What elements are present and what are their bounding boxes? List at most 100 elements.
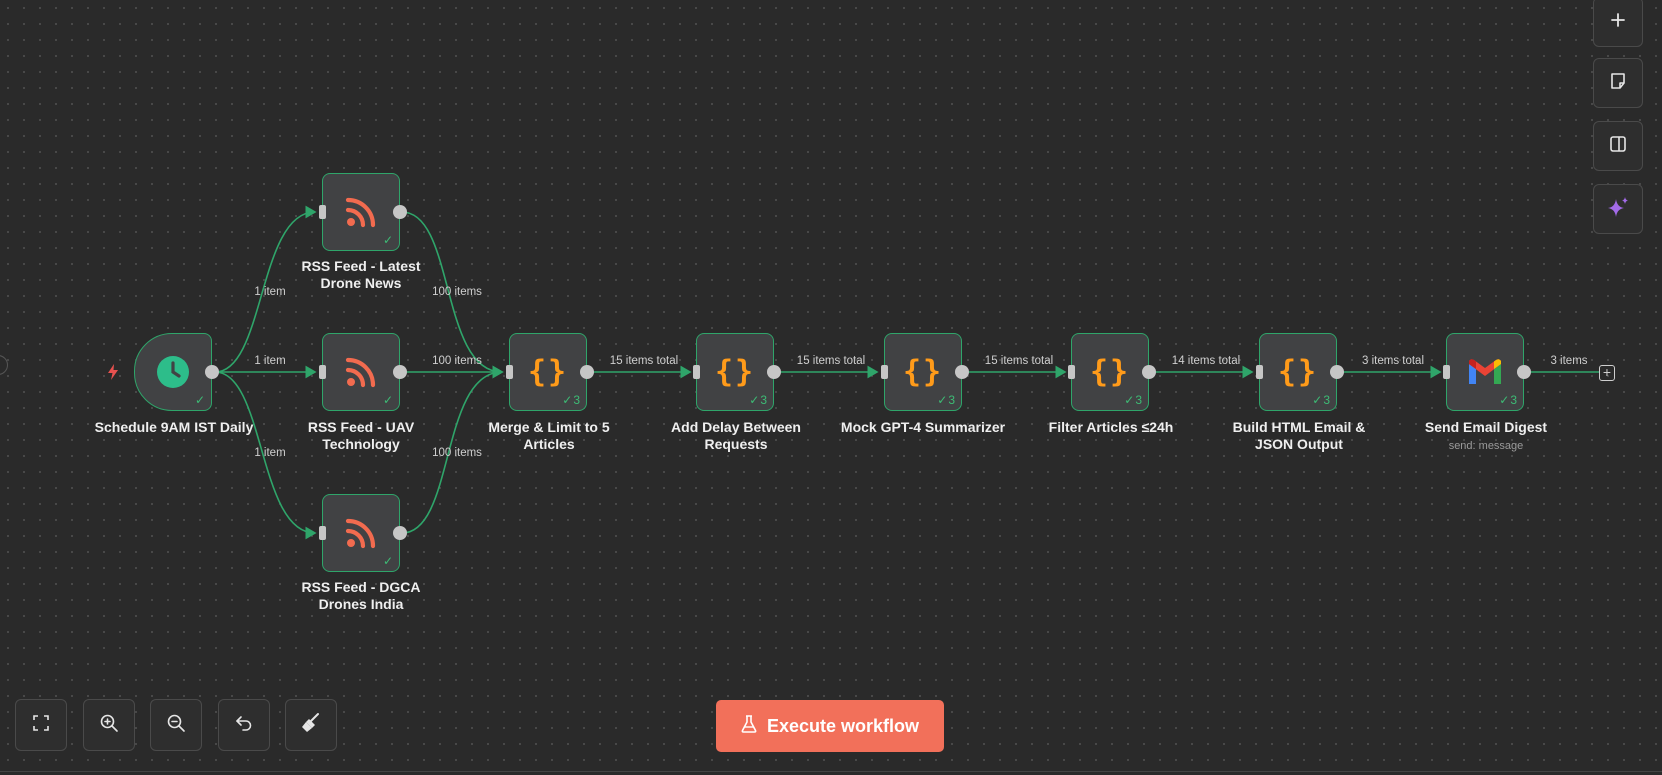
clock-icon [156, 355, 190, 389]
execute-label: Execute workflow [766, 715, 920, 736]
edge-label: 1 item [254, 286, 286, 298]
undo-icon [234, 713, 254, 738]
output-port[interactable] [393, 365, 407, 379]
edge-label: 3 items [1550, 355, 1588, 367]
flask-icon [741, 714, 757, 738]
clear-execution-button[interactable] [285, 699, 337, 751]
success-check-icon: ✓ [194, 393, 205, 407]
success-check-icon: ✓ [382, 554, 393, 568]
edge-label: 15 items total [796, 355, 866, 367]
node-label-send: Send Email Digest send: message [1406, 419, 1566, 455]
node-label-merge: Merge & Limit to 5 Articles [488, 419, 610, 452]
zoom-in-button[interactable] [83, 699, 135, 751]
output-port[interactable] [1517, 365, 1531, 379]
edge-label: 100 items [432, 355, 482, 367]
node-rss-dgca-drones-india[interactable]: ✓ [319, 494, 407, 572]
output-port[interactable] [955, 365, 969, 379]
input-port[interactable] [319, 526, 326, 540]
output-port[interactable] [393, 526, 407, 540]
output-port[interactable] [393, 205, 407, 219]
input-port[interactable] [319, 205, 326, 219]
execute-workflow-button[interactable]: Execute workflow [716, 700, 944, 752]
edge-label: 1 item [254, 447, 286, 459]
code-braces-icon: {} [527, 354, 569, 390]
gmail-icon [1467, 358, 1503, 386]
success-check-icon: ✓3 [1499, 393, 1517, 407]
node-label-build: Build HTML Email & JSON Output [1232, 419, 1366, 452]
zoom-out-icon [166, 713, 186, 738]
node-merge-limit[interactable]: {} ✓3 [506, 333, 594, 411]
edge-label: 14 items total [1171, 355, 1241, 367]
node-label-rss3: RSS Feed - DGCA Drones India [301, 579, 421, 612]
add-node-button[interactable] [1593, 0, 1643, 47]
plus-icon [1610, 12, 1626, 33]
edge-label: 100 items [432, 447, 482, 459]
edge-label: 15 items total [609, 355, 679, 367]
node-rss-uav-technology[interactable]: ✓ [319, 333, 407, 411]
node-mock-gpt4[interactable]: {} ✓3 [881, 333, 969, 411]
panel-icon [1608, 134, 1628, 159]
node-rss-latest-drone-news[interactable]: ✓ [319, 173, 407, 251]
input-port[interactable] [319, 365, 326, 379]
trigger-bolt-icon [107, 364, 119, 385]
sticky-note-button[interactable] [1593, 58, 1643, 108]
node-label-rss1: RSS Feed - Latest Drone News [301, 258, 421, 291]
success-check-icon: ✓3 [937, 393, 955, 407]
node-build-html[interactable]: {} ✓3 [1256, 333, 1344, 411]
node-label-gpt: Mock GPT-4 Summarizer [840, 419, 1006, 435]
add-node-plus-icon[interactable]: + [1599, 365, 1615, 381]
input-port[interactable] [1256, 365, 1263, 379]
rss-icon [345, 517, 377, 549]
edge-schedule-rss3 [214, 371, 317, 540]
input-port[interactable] [506, 365, 513, 379]
edge-label: 3 items total [1362, 355, 1424, 367]
output-port[interactable] [1142, 365, 1156, 379]
output-port[interactable] [1330, 365, 1344, 379]
input-port[interactable] [1443, 365, 1450, 379]
code-braces-icon: {} [902, 354, 944, 390]
success-check-icon: ✓3 [749, 393, 767, 407]
success-check-icon: ✓3 [562, 393, 580, 407]
output-port[interactable] [205, 365, 219, 379]
edge-label: 15 items total [984, 355, 1054, 367]
edge-label: 100 items [432, 286, 482, 298]
output-port[interactable] [767, 365, 781, 379]
node-filter-articles[interactable]: {} ✓3 [1068, 333, 1156, 411]
rss-icon [345, 196, 377, 228]
bottom-divider [0, 771, 1662, 772]
success-check-icon: ✓3 [1124, 393, 1142, 407]
zoom-out-button[interactable] [150, 699, 202, 751]
sticky-note-icon [1608, 71, 1628, 96]
sparkle-icon [1606, 195, 1630, 224]
output-port[interactable] [580, 365, 594, 379]
success-check-icon: ✓ [382, 233, 393, 247]
node-label-rss2: RSS Feed - UAV Technology [307, 419, 415, 452]
success-check-icon: ✓ [382, 393, 393, 407]
node-title: Send Email Digest [1424, 419, 1548, 435]
edge-label: 1 item [254, 355, 286, 367]
node-schedule[interactable]: ✓ [134, 333, 219, 411]
node-label-schedule: Schedule 9AM IST Daily [94, 419, 254, 435]
fit-view-icon [31, 713, 51, 738]
code-braces-icon: {} [1089, 354, 1131, 390]
zoom-in-icon [99, 713, 119, 738]
input-port[interactable] [1068, 365, 1075, 379]
input-port[interactable] [881, 365, 888, 379]
edge-rss3-merge [401, 365, 504, 534]
node-label-delay: Add Delay Between Requests [671, 419, 801, 452]
fit-view-button[interactable] [15, 699, 67, 751]
edge-schedule-rss1 [214, 205, 317, 373]
undo-button[interactable] [218, 699, 270, 751]
ai-assistant-button[interactable] [1593, 184, 1643, 234]
toggle-panel-button[interactable] [1593, 121, 1643, 171]
node-add-delay[interactable]: {} ✓3 [693, 333, 781, 411]
rss-icon [345, 356, 377, 388]
node-label-filter: Filter Articles ≤24h [1048, 419, 1174, 435]
node-send-email[interactable]: ✓3 [1443, 333, 1531, 411]
code-braces-icon: {} [1277, 354, 1319, 390]
success-check-icon: ✓3 [1312, 393, 1330, 407]
node-subtitle: send: message [1448, 440, 1524, 452]
edge-rss1-merge [401, 211, 504, 379]
input-port[interactable] [693, 365, 700, 379]
